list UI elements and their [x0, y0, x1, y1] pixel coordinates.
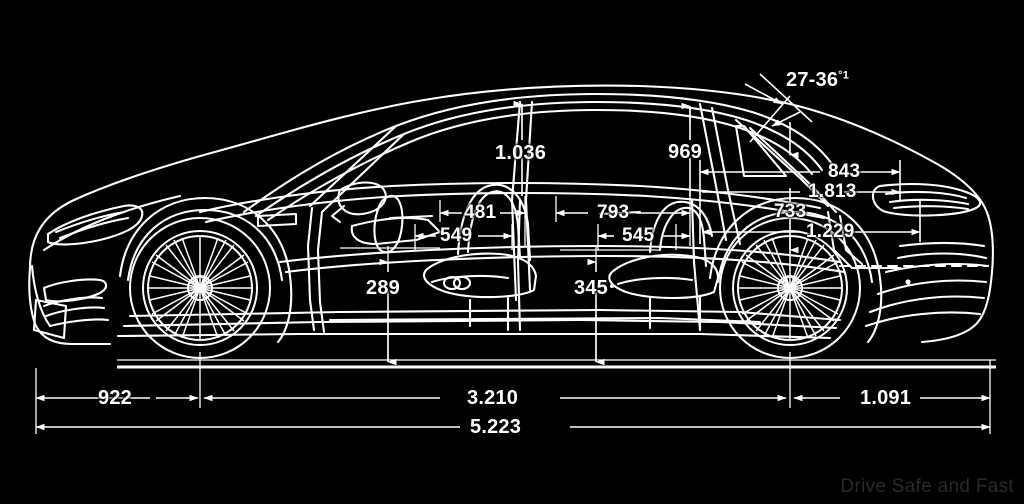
dimension-label-rear-legroom-lower: 545: [622, 225, 655, 246]
dimension-label-front-legroom-lower: 549: [440, 225, 473, 246]
dimension-label-front-legroom-upper: 481: [464, 202, 497, 223]
dimension-label-front-overhang: 922: [98, 387, 132, 409]
dimension-label-seat-backrest-angle: 27-36°1: [786, 70, 849, 90]
dimension-label-cargo-length-upper: 1.813: [808, 181, 857, 202]
dimension-label-front-headroom: 1.036: [495, 142, 547, 164]
dimension-label-rear-seat-height: 345: [574, 277, 608, 299]
dimension-label-rear-legroom-upper: 793: [597, 202, 630, 223]
dimension-label-cargo-length-lower: 1.229: [806, 221, 855, 242]
dimension-label-rear-headroom: 969: [668, 141, 702, 163]
angle-value: 27-36: [786, 69, 839, 91]
dimension-label-rear-overhang: 1.091: [860, 387, 912, 409]
dimension-label-front-seat-height: 289: [366, 277, 400, 299]
dimension-label-overall-length: 5.223: [470, 416, 522, 438]
dimension-label-cargo-depth: 733: [774, 201, 807, 222]
angle-leader-lines: [744, 73, 813, 159]
bottom-dimension-lines: [35, 394, 991, 431]
front-wheel: [129, 217, 271, 359]
angle-unit: °: [838, 69, 843, 82]
angle-footnote: 1: [842, 69, 850, 82]
interior-dimension-lines: [379, 100, 691, 366]
watermark: Drive Safe and Fast: [840, 476, 1014, 497]
car-body-outline: [28, 84, 994, 346]
ground-line: [117, 359, 996, 369]
dimension-label-wheelbase: 3.210: [467, 387, 519, 409]
dimension-label-cargo-opening-height: 843: [828, 161, 861, 182]
rear-dimension-lines: [699, 160, 921, 254]
